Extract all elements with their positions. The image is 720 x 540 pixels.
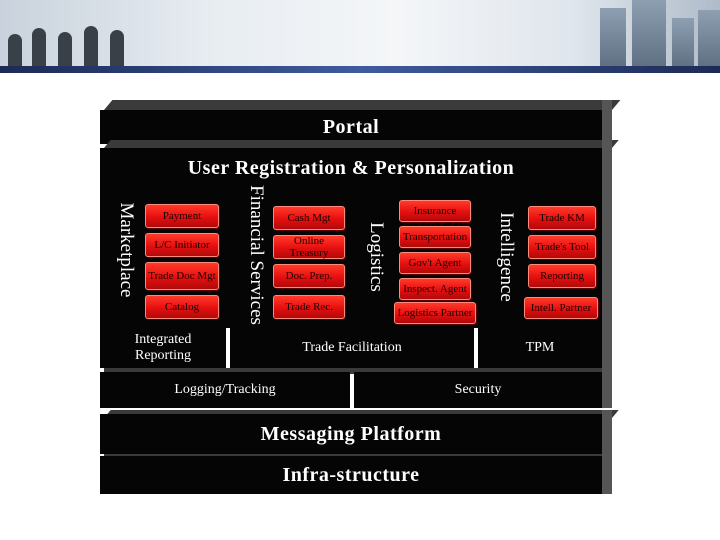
module-cash-mgt: Cash Mgt bbox=[273, 206, 345, 230]
module-trade-km: Trade KM bbox=[528, 206, 596, 230]
module-trades-tool: Trade's Tool bbox=[528, 235, 596, 259]
skyscraper-icon bbox=[600, 8, 626, 68]
person-silhouette-icon bbox=[110, 30, 124, 68]
module-trade-rec: Trade Rec. bbox=[273, 295, 345, 319]
skyscraper-icon bbox=[698, 10, 720, 68]
logistics-label: Logistics bbox=[366, 222, 387, 292]
infrastructure-layer: Infra-structure bbox=[100, 456, 602, 494]
module-insurance: Insurance bbox=[399, 200, 471, 222]
portal-layer: Portal bbox=[100, 110, 602, 144]
intelligence-label: Intelligence bbox=[496, 212, 517, 302]
logging-tracking-block: Logging/Tracking bbox=[100, 372, 350, 408]
header-banner bbox=[0, 0, 720, 68]
module-reporting: Reporting bbox=[528, 264, 596, 288]
module-doc-prep: Doc. Prep. bbox=[273, 264, 345, 288]
module-online-treasury: Online Treasury bbox=[273, 235, 345, 259]
tpm-block: TPM bbox=[478, 328, 602, 368]
module-intell-partner: Intell. Partner bbox=[524, 297, 598, 319]
security-block: Security bbox=[354, 372, 602, 408]
person-silhouette-icon bbox=[32, 28, 46, 68]
module-inspect-agent: Inspect. Agent bbox=[399, 278, 471, 300]
module-trade-doc-mgt: Trade Doc Mgt bbox=[145, 262, 219, 290]
module-catalog: Catalog bbox=[145, 295, 219, 319]
integrated-reporting-block: Integrated Reporting bbox=[100, 328, 226, 368]
person-silhouette-icon bbox=[8, 34, 22, 68]
person-silhouette-icon bbox=[84, 26, 98, 68]
skyscraper-icon bbox=[632, 0, 666, 68]
module-payment: Payment bbox=[145, 204, 219, 228]
header-stripe bbox=[0, 66, 720, 73]
module-lc-initiator: L/C Initiator bbox=[145, 233, 219, 257]
module-transportation: Transportation bbox=[399, 226, 471, 248]
person-silhouette-icon bbox=[58, 32, 72, 68]
messaging-platform-layer: Messaging Platform bbox=[100, 414, 602, 454]
marketplace-label: Marketplace bbox=[116, 202, 137, 298]
skyscraper-icon bbox=[672, 18, 694, 68]
user-registration-layer: User Registration & Personalization bbox=[100, 148, 602, 188]
module-logistics-partner: Logistics Partner bbox=[394, 302, 476, 324]
module-govt-agent: Gov't Agent bbox=[399, 252, 471, 274]
financial-services-label: Financial Services bbox=[246, 185, 267, 325]
trade-facilitation-block: Trade Facilitation bbox=[230, 328, 474, 368]
